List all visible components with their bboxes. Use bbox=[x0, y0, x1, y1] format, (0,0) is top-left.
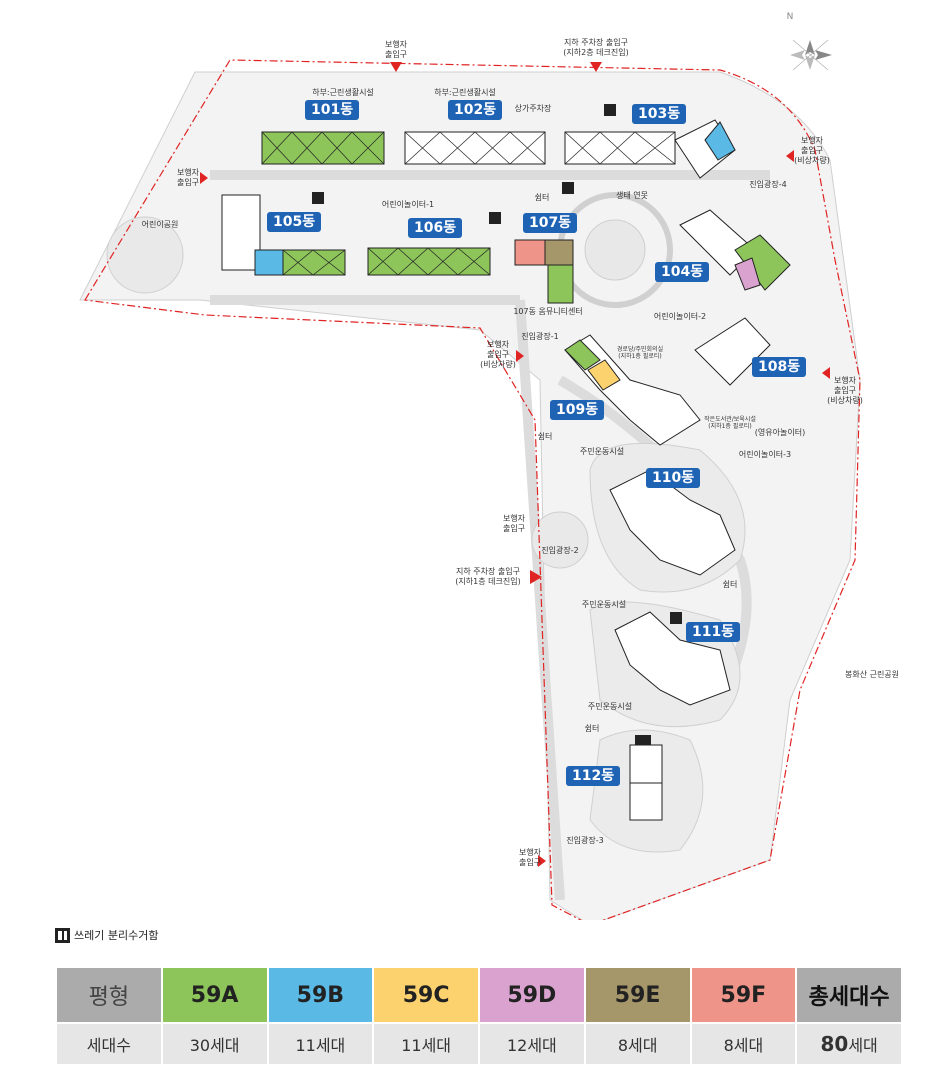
label-playground-1: 어린이놀이터-1 bbox=[381, 200, 435, 209]
total-unit-suffix: 세대 bbox=[848, 1036, 878, 1055]
eco-pond-center bbox=[584, 219, 646, 281]
site-boundary bbox=[84, 59, 861, 926]
building-111-footprint bbox=[614, 611, 731, 706]
site-plan-drawing bbox=[79, 39, 861, 926]
building-label-111: 111동 bbox=[686, 622, 741, 642]
building-label-103: 103동 bbox=[632, 104, 687, 124]
label-resident-sports-1: 주민운동시설 bbox=[579, 447, 625, 456]
label-entry-plaza-4: 진입광장-4 bbox=[749, 180, 787, 189]
label-playground-2: 어린이놀이터-2 bbox=[653, 312, 707, 321]
building-112-footprint bbox=[629, 744, 663, 821]
building-label-104: 104동 bbox=[655, 262, 710, 282]
entry-plaza-2-area bbox=[531, 511, 589, 569]
label-entry-plaza-2: 진입광장-2 bbox=[541, 546, 579, 555]
unit-type-row: 평형 59A 59B 59C 59D 59E 59F 총세대수 bbox=[57, 968, 901, 1022]
label-pedestrian-entrance-left: 보행자 출입구 bbox=[176, 168, 200, 187]
label-parking-entrance-b1: 지하 주차장 출입구 (지하1층 데크진입) bbox=[455, 567, 521, 586]
label-pedestrian-entrance-1: 보행자 출입구 bbox=[384, 40, 408, 59]
building-104-footprint bbox=[679, 209, 791, 291]
unit-type-59d: 59D bbox=[480, 968, 584, 1022]
building-label-107: 107동 bbox=[523, 213, 578, 233]
label-pavilion-1: 쉼터 bbox=[534, 193, 550, 202]
unit-type-table: 평형 59A 59B 59C 59D 59E 59F 총세대수 세대수 30세대… bbox=[55, 966, 903, 1066]
recycling-bins bbox=[312, 104, 682, 745]
label-pavilion-3: 쉼터 bbox=[722, 580, 738, 589]
label-resident-sports-3: 주민운동시설 bbox=[587, 702, 633, 711]
unit-count-59e: 8세대 bbox=[585, 1024, 690, 1064]
building-label-102: 102동 bbox=[448, 100, 503, 120]
building-label-112: 112동 bbox=[566, 766, 621, 786]
label-neighborhood-park: 봉화산 근린공원 bbox=[844, 670, 900, 679]
building-label-108: 108동 bbox=[752, 357, 807, 377]
building-107-footprint bbox=[514, 239, 574, 304]
unit-type-59b: 59B bbox=[268, 968, 373, 1022]
unit-type-59f: 59F bbox=[691, 968, 796, 1022]
building-102-footprint bbox=[404, 131, 546, 165]
site-map: 101동 102동 103동 104동 105동 106동 107동 108동 … bbox=[79, 12, 900, 926]
label-kids-park: 어린이공원 bbox=[141, 220, 179, 229]
building-label-109: 109동 bbox=[550, 400, 605, 420]
label-parking-entrance-b2: 지하 주차장 출입구 (지하2층 데크진입) bbox=[563, 38, 629, 57]
internal-roads bbox=[210, 170, 770, 901]
label-library: 작은도서관/보육시설 (지하1층 필로티) bbox=[704, 416, 756, 430]
label-eco-pond: 생태 연못 bbox=[616, 191, 648, 200]
label-pedestrian-entrance-bottom: 보행자 출입구 bbox=[518, 848, 542, 867]
building-106-footprint bbox=[367, 247, 491, 276]
entrance-arrows bbox=[200, 62, 830, 867]
label-pedestrian-entrance-right-top: 보행자 출입구 (비상차량) bbox=[794, 136, 830, 165]
header-total-units: 총세대수 bbox=[797, 968, 901, 1022]
label-mall-parking: 상가주차장 bbox=[514, 104, 552, 113]
legend: 쓰레기 분리수거함 bbox=[55, 927, 158, 943]
kids-park-area bbox=[106, 216, 184, 294]
unit-count-row: 세대수 30세대 11세대 11세대 12세대 8세대 8세대 80세대 bbox=[57, 1024, 901, 1064]
total-unit-count: 80세대 bbox=[797, 1024, 901, 1064]
header-unit-type: 평형 bbox=[57, 968, 161, 1022]
legend-recycling-label: 쓰레기 분리수거함 bbox=[74, 929, 159, 942]
building-label-105: 105동 bbox=[267, 212, 322, 232]
compass-icon bbox=[790, 39, 832, 71]
unit-type-59e: 59E bbox=[585, 968, 690, 1022]
label-pavilion-4: 쉼터 bbox=[584, 724, 600, 733]
label-north: N bbox=[786, 12, 794, 22]
label-resident-sports-2: 주민운동시설 bbox=[581, 600, 627, 609]
unit-count-59c: 11세대 bbox=[374, 1024, 478, 1064]
label-pedestrian-entrance-left-2: 보행자 출입구 bbox=[502, 514, 526, 533]
label-daycare: (영유아놀이터) bbox=[754, 428, 806, 437]
label-pedestrian-entrance-mid-left: 보행자 출입구 (비상차량) bbox=[480, 340, 516, 369]
unit-type-59c: 59C bbox=[374, 968, 478, 1022]
building-101-footprint bbox=[261, 131, 385, 165]
building-103-footprint bbox=[564, 119, 736, 179]
unit-count-59a: 30세대 bbox=[162, 1024, 267, 1064]
site-area bbox=[79, 71, 861, 926]
label-entry-plaza-3: 진입광장-3 bbox=[566, 836, 604, 845]
label-community-center: 107동 옴뮤니티센터 bbox=[513, 307, 583, 316]
label-playground-3: 어린이놀이터-3 bbox=[738, 450, 792, 459]
unit-count-59d: 12세대 bbox=[480, 1024, 584, 1064]
total-unit-number: 80 bbox=[820, 1032, 849, 1056]
label-senior-center: 경로당/주민회의실 (지하1층 필로티) bbox=[616, 346, 664, 360]
label-pavilion-2: 쉼터 bbox=[537, 432, 553, 441]
building-label-101: 101동 bbox=[305, 100, 360, 120]
unit-count-59b: 11세대 bbox=[268, 1024, 373, 1064]
unit-count-59f: 8세대 bbox=[691, 1024, 796, 1064]
label-store-1: 하부:근린생활시설 bbox=[312, 88, 374, 97]
building-108-footprint bbox=[694, 317, 771, 386]
building-105-footprint bbox=[221, 194, 346, 276]
label-entry-plaza-1: 진입광장-1 bbox=[521, 332, 559, 341]
unit-type-59a: 59A bbox=[162, 968, 267, 1022]
building-109-footprint bbox=[564, 334, 701, 446]
building-label-106: 106동 bbox=[408, 218, 463, 238]
building-label-110: 110동 bbox=[646, 468, 701, 488]
label-store-2: 하부:근린생활시설 bbox=[434, 88, 496, 97]
header-unit-count: 세대수 bbox=[57, 1024, 161, 1064]
label-pedestrian-entrance-right-mid: 보행자 출입구 (비상차량) bbox=[827, 376, 863, 405]
recycling-bin-icon bbox=[55, 927, 70, 943]
